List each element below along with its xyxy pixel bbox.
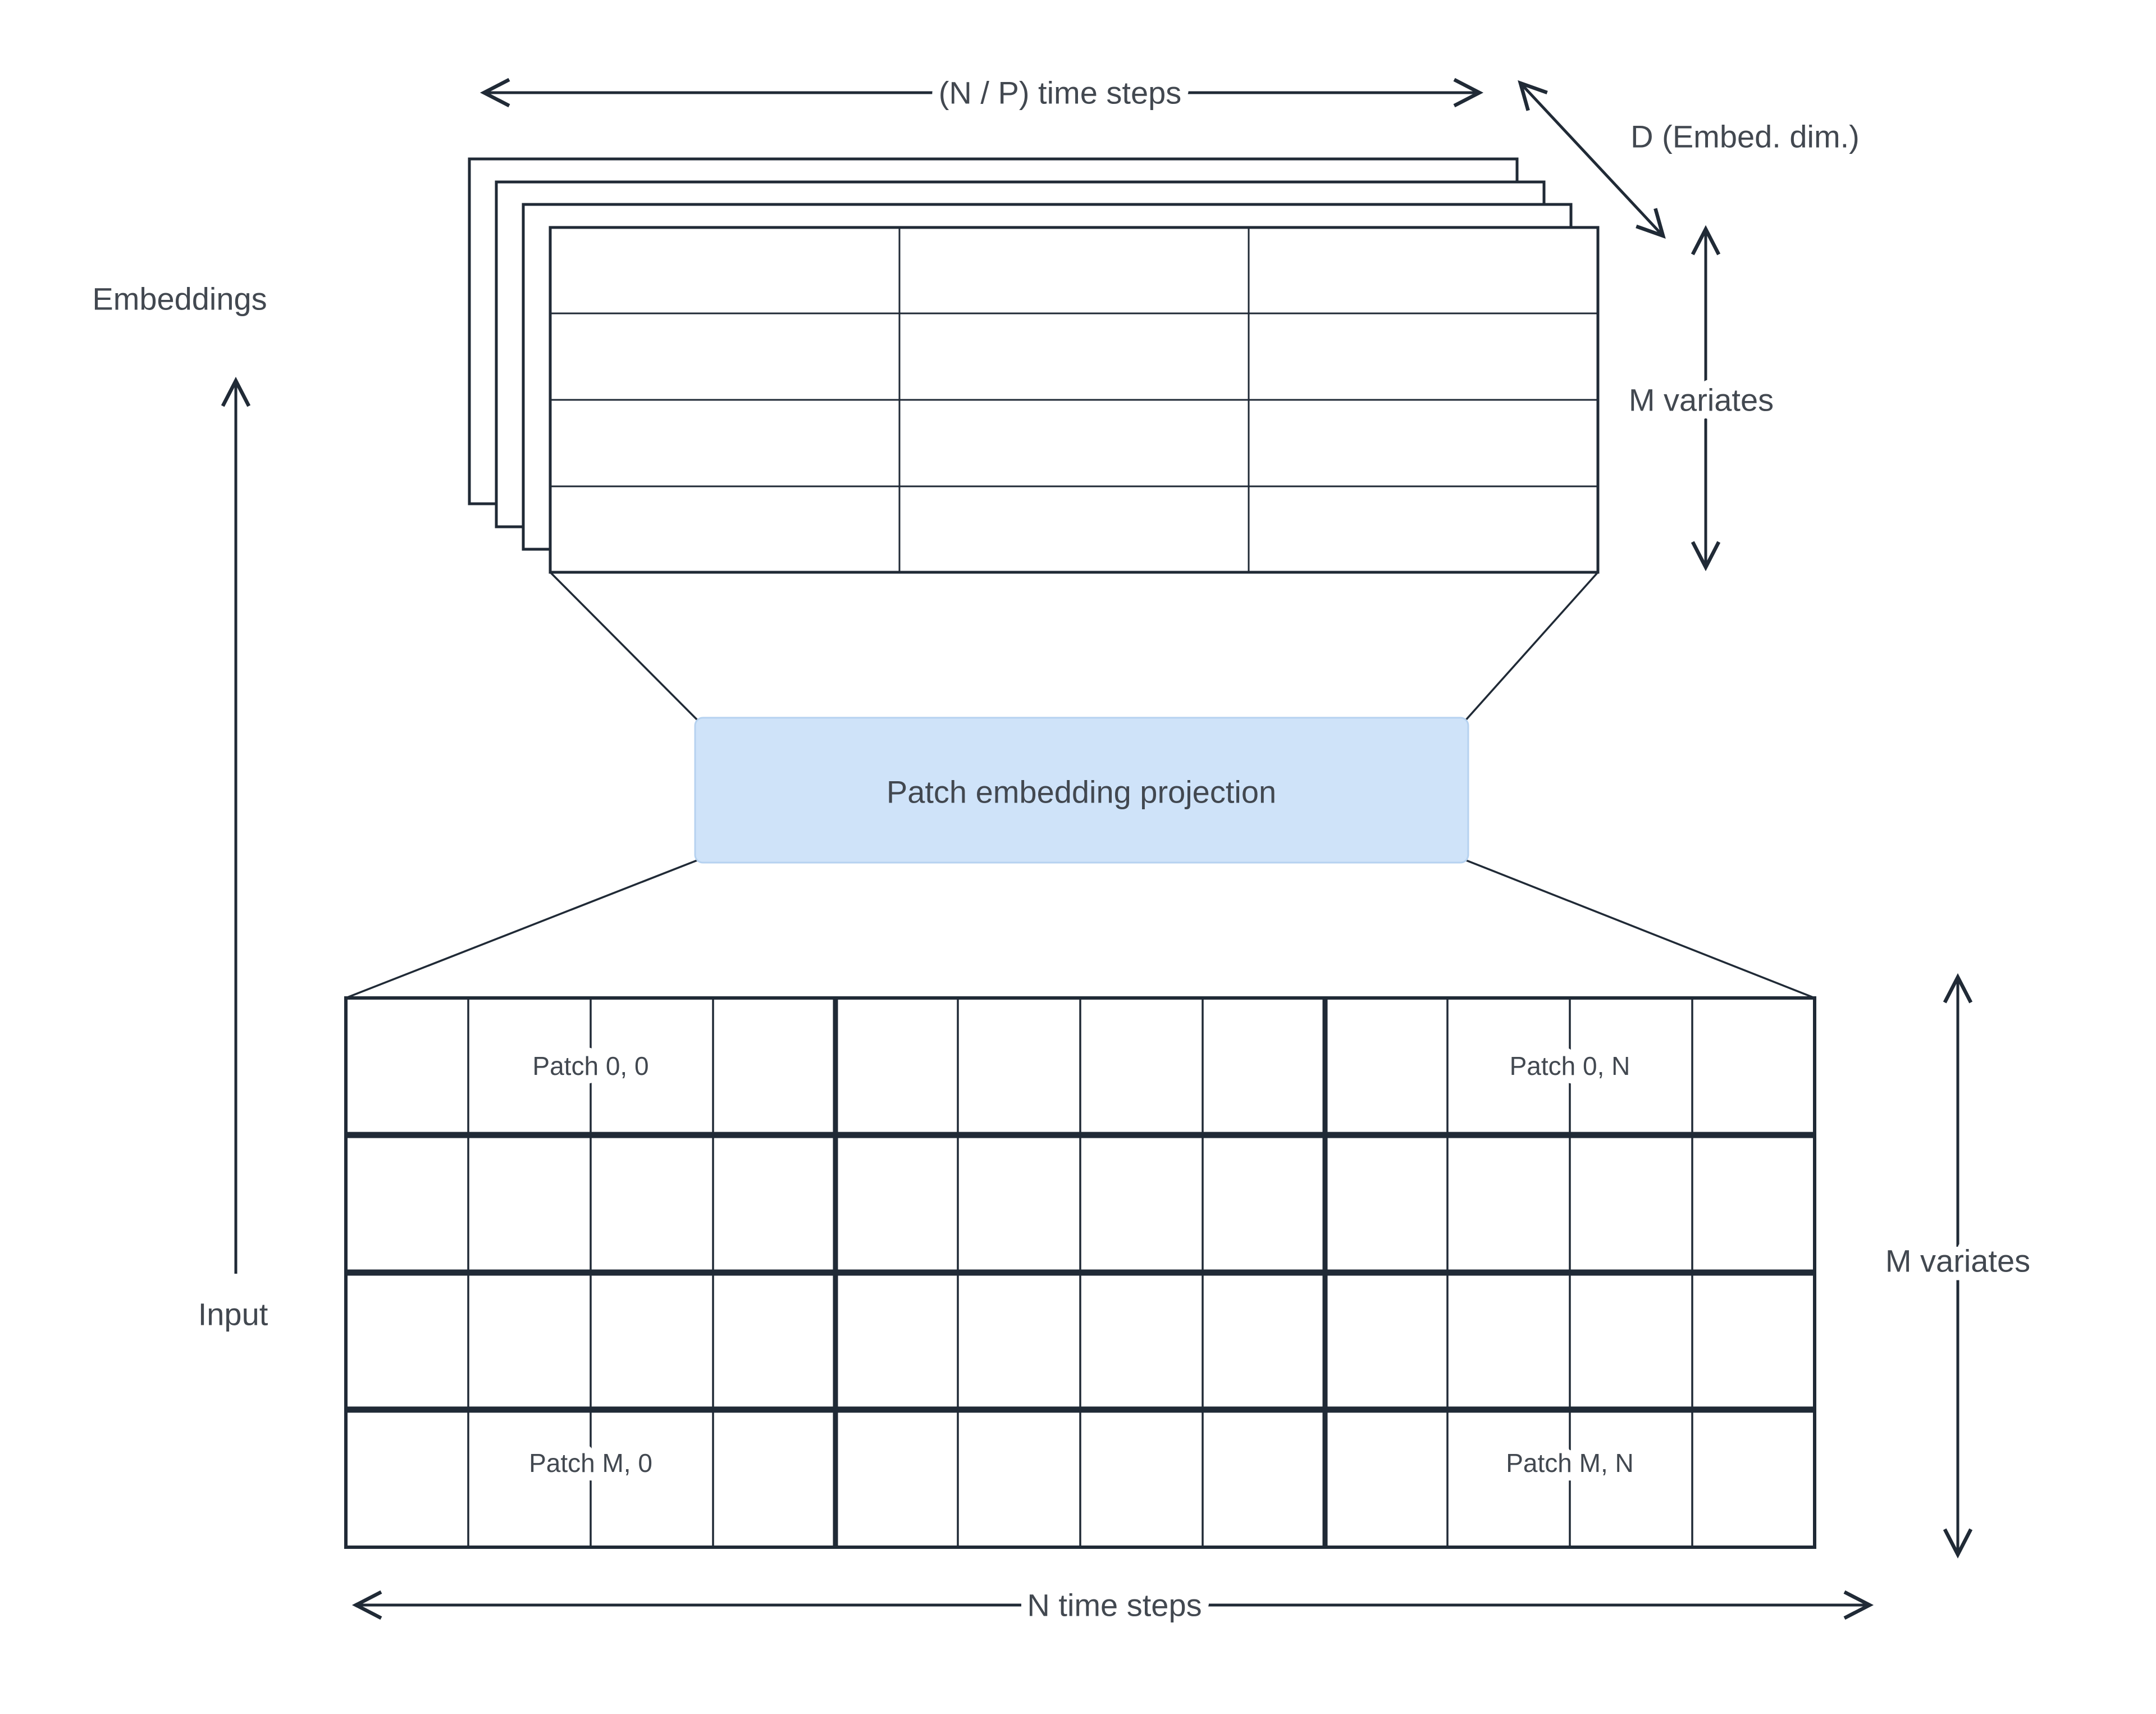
patch-embedding-projection-label: Patch embedding projection bbox=[887, 774, 1276, 810]
embeddings-axis-label: Embeddings bbox=[92, 281, 267, 317]
funnel-line bbox=[549, 571, 700, 722]
n-time-steps-label: N time steps bbox=[1027, 1588, 1202, 1623]
embeddings-m-variates-label: M variates bbox=[1629, 382, 1774, 418]
input-m-variates-label: M variates bbox=[1885, 1243, 2030, 1279]
patch-m-0-label: Patch M, 0 bbox=[529, 1448, 652, 1478]
input-axis-label: Input bbox=[198, 1297, 268, 1332]
embed-dim-label: D (Embed. dim.) bbox=[1630, 119, 1860, 154]
patch-embedding-projection-box bbox=[694, 717, 1469, 864]
funnel-line bbox=[345, 859, 699, 999]
patch-m-n-label: Patch M, N bbox=[1506, 1448, 1634, 1478]
embedding-sheet-stack bbox=[468, 157, 1600, 574]
funnel-line bbox=[1464, 859, 1815, 999]
patch-0-0-label: Patch 0, 0 bbox=[532, 1051, 648, 1081]
patch-0-n-label: Patch 0, N bbox=[1510, 1051, 1630, 1081]
embed-dim-arrow bbox=[1518, 80, 1666, 239]
np-time-steps-label: (N / P) time steps bbox=[939, 75, 1182, 111]
input-grid: Patch 0, 0 Patch 0, N Patch M, 0 Patch M… bbox=[344, 996, 1816, 1549]
funnel-line bbox=[1464, 571, 1599, 722]
